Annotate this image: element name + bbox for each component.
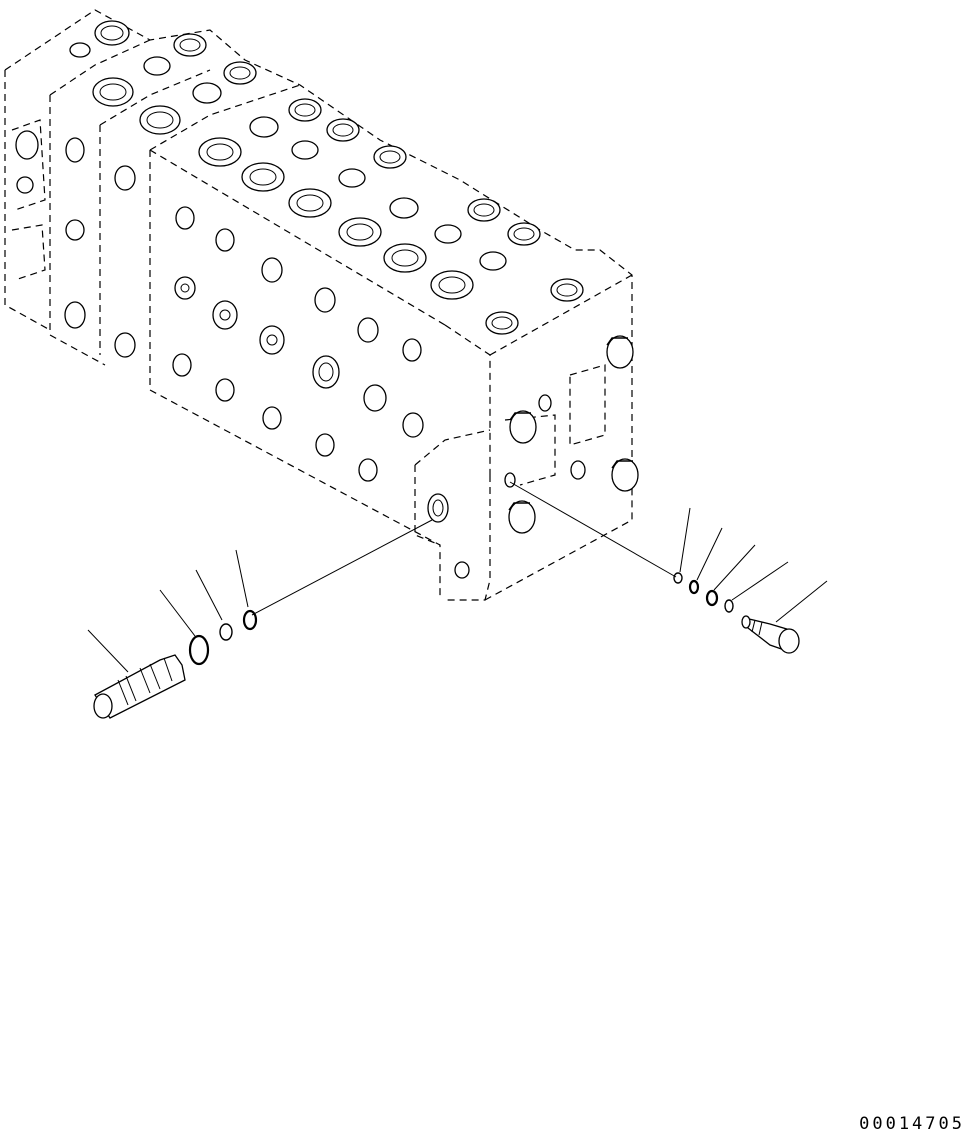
plug-assembly <box>509 481 828 654</box>
control-valve-body <box>4 9 633 601</box>
o-ring-large <box>242 609 258 631</box>
plug-screw <box>741 615 800 654</box>
o-ring-a <box>688 579 700 595</box>
valve-top-ports <box>69 20 584 335</box>
o-ring-outer <box>188 634 210 666</box>
valve-front-holes <box>15 130 470 579</box>
backup-ring-small <box>724 599 734 613</box>
valve-end-plugs <box>504 335 639 534</box>
o-ring-small <box>673 572 683 584</box>
o-ring-b <box>705 589 719 607</box>
relief-valve-assembly <box>87 519 433 719</box>
relief-valve-cartridge <box>93 654 186 719</box>
backup-ring <box>219 623 233 641</box>
drawing-number: 00014705 <box>859 1114 965 1134</box>
